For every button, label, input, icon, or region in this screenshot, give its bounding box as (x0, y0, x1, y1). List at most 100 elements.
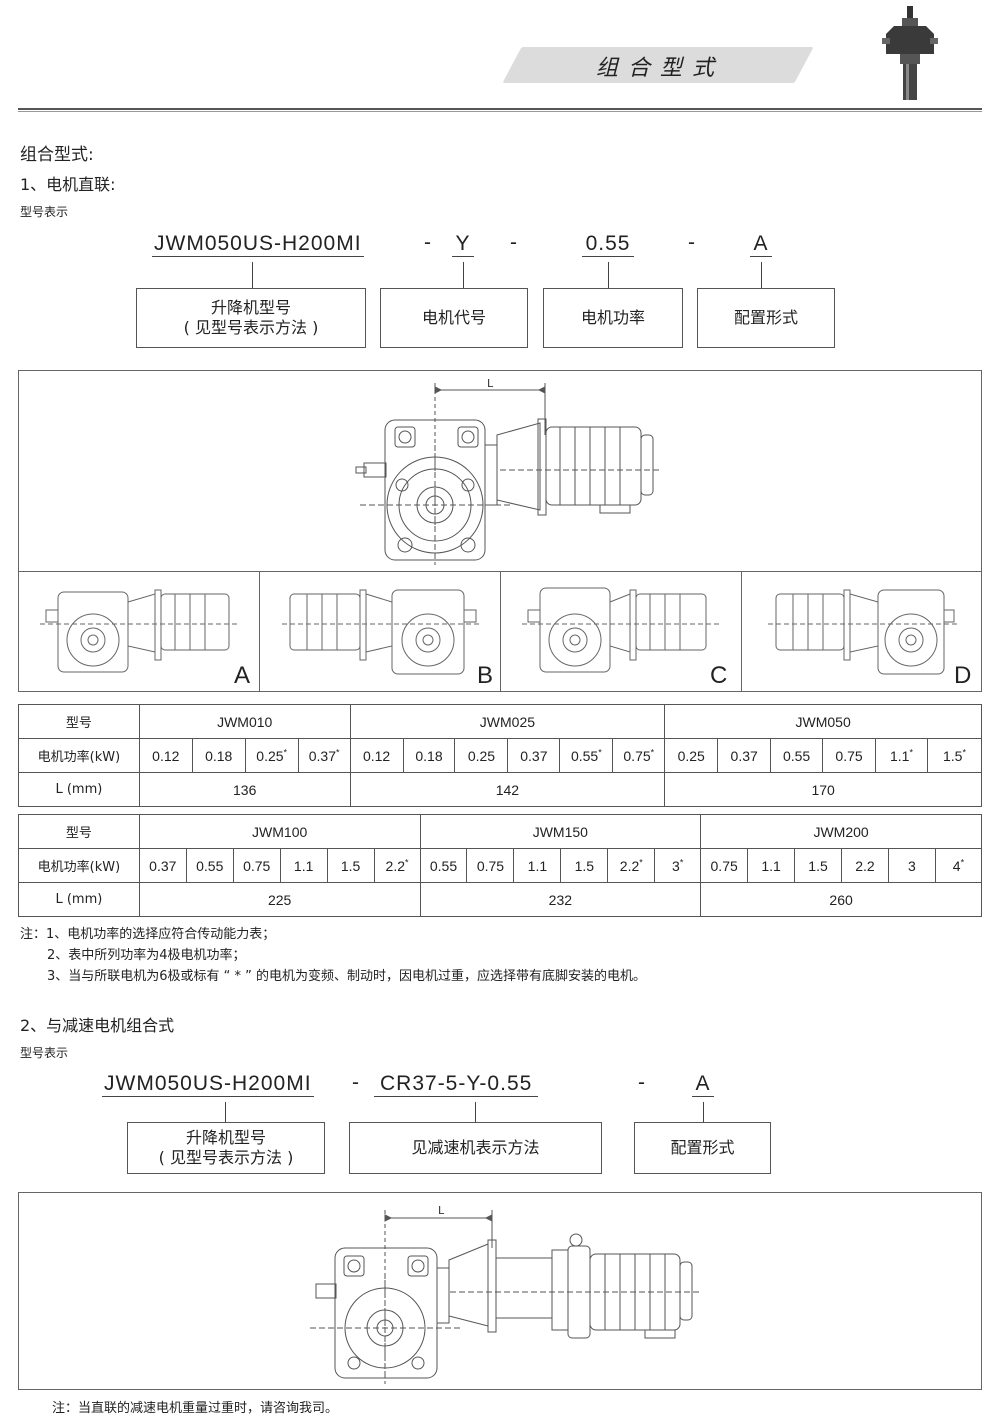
connector-line (252, 262, 253, 288)
connector-line (225, 1102, 226, 1122)
part1-heading: 1、电机直联: (20, 175, 116, 194)
length-cell: 225 (138, 882, 421, 917)
power-cell: 0.25 (664, 738, 719, 773)
table-row: 电机功率(kW) 0.12 0.18 0.25* 0.37* 0.12 0.18… (18, 738, 983, 773)
power-cell: 0.55* (559, 738, 614, 773)
model-dash: - (424, 231, 432, 254)
connector-line (463, 262, 464, 288)
section-title: 组合型式: (20, 145, 94, 165)
power-cell: 0.75 (700, 848, 749, 883)
position-label-d: D (954, 662, 972, 689)
position-label-a: A (234, 662, 251, 689)
model-dash: - (352, 1071, 360, 1094)
position-c-drawing (522, 587, 722, 673)
model-code-jack: JWM050US-H200MI (152, 232, 364, 257)
power-cell: 1.5 (560, 848, 609, 883)
box-motor-power: 电机功率 (543, 288, 683, 348)
table-row: 电机功率(kW) 0.37 0.55 0.75 1.1 1.5 2.2* 0.5… (18, 848, 983, 883)
power-cell: 4* (934, 848, 983, 883)
power-cell: 0.37 (138, 848, 187, 883)
power-cell: 1.5 (326, 848, 375, 883)
power-cell: 0.75* (612, 738, 666, 773)
table-row: L (mm) 225 232 260 (18, 882, 982, 917)
table-row: 型号 JWM010 JWM025 JWM050 (18, 704, 982, 739)
position-d-drawing (768, 589, 958, 675)
power-cell: 0.25 (454, 738, 509, 773)
note-3: 3、当与所联电机为6极或标有 “ * ” 的电机为变频、制动时，因电机过重，应选… (47, 969, 647, 984)
connector-line (761, 262, 762, 288)
header-rule-thin (18, 111, 982, 112)
power-cell: 0.55 (419, 848, 468, 883)
connector-line (608, 262, 609, 288)
model-code-jack: JWM050US-H200MI (102, 1072, 314, 1097)
model-cell: JWM010 (138, 704, 351, 739)
table-row: 型号 JWM100 JWM150 JWM200 (18, 814, 982, 849)
model-dash: - (688, 231, 696, 254)
spec-table-1: 型号 JWM010 JWM025 JWM050 电机功率(kW) 0.12 0.… (18, 704, 983, 807)
model-cell: JWM025 (349, 704, 666, 739)
box-jack-model: 升降机型号( 见型号表示方法 ) (127, 1122, 325, 1174)
model-dash: - (510, 231, 518, 254)
model-code-motor: Y (452, 232, 474, 257)
note-2: 2、表中所列功率为4极电机功率； (47, 948, 246, 963)
row-label: L (mm) (18, 882, 140, 917)
power-cell: 0.12 (138, 738, 193, 773)
spec-table-2: 型号 JWM100 JWM150 JWM200 电机功率(kW) 0.37 0.… (18, 814, 983, 917)
reducer-motor-drawing: L (310, 1204, 700, 1384)
power-cell: 0.18 (402, 738, 456, 773)
row-label: L (mm) (18, 772, 140, 807)
svg-text:L: L (487, 377, 494, 390)
power-cell: 2.2* (373, 848, 421, 883)
box-motor-code: 电机代号 (380, 288, 528, 348)
svg-text:L: L (438, 1204, 445, 1217)
box-reducer-spec: 见减速机表示方法 (349, 1122, 602, 1174)
length-cell: 170 (664, 772, 982, 807)
power-cell: 0.18 (191, 738, 246, 773)
power-cell: 0.55 (770, 738, 824, 773)
length-cell: 142 (349, 772, 666, 807)
power-cell: 0.75 (822, 738, 876, 773)
row-label: 电机功率(kW) (18, 738, 140, 773)
power-cell: 0.75 (232, 848, 281, 883)
power-cell: 0.37 (717, 738, 772, 773)
connector-line (703, 1102, 704, 1122)
model-cell: JWM100 (138, 814, 421, 849)
position-label-b: B (477, 662, 494, 689)
part2-heading: 2、与减速电机组合式 (20, 1016, 175, 1035)
model-cell: JWM150 (419, 814, 702, 849)
model-code-config: A (692, 1072, 714, 1097)
part1-model-label: 型号表示 (20, 205, 69, 219)
length-cell: 232 (419, 882, 702, 917)
screw-jack-icon (882, 6, 938, 100)
power-cell: 1.1* (875, 738, 928, 773)
frame-divider (500, 571, 501, 692)
power-cell: 0.25* (244, 738, 299, 773)
frame-divider (259, 571, 260, 692)
position-label-c: C (710, 662, 728, 689)
power-cell: 3* (654, 848, 702, 883)
power-cell: 0.37* (297, 738, 351, 773)
row-label: 型号 (18, 704, 140, 739)
model-code-power: 0.55 (582, 232, 634, 257)
box-config: 配置形式 (697, 288, 835, 348)
page-title: 组合型式 (595, 56, 724, 81)
direct-motor-drawing: L (355, 377, 660, 565)
power-cell: 1.1 (747, 848, 796, 883)
power-cell: 3 (887, 848, 936, 883)
table-row: L (mm) 136 142 170 (18, 772, 982, 807)
length-cell: 136 (138, 772, 351, 807)
power-cell: 0.37 (507, 738, 561, 773)
power-cell: 1.1 (279, 848, 328, 883)
power-cell: 1.5 (794, 848, 842, 883)
power-cell: 1.5* (926, 738, 983, 773)
header-rule (18, 108, 982, 110)
row-label: 电机功率(kW) (18, 848, 140, 883)
position-b-drawing (282, 589, 482, 675)
model-cell: JWM200 (700, 814, 982, 849)
model-code-config: A (750, 232, 772, 257)
power-cell: 2.2 (841, 848, 889, 883)
part2-note: 注：当直联的减速电机重量过重时，请咨询我司。 (52, 1401, 339, 1416)
part2-model-label: 型号表示 (20, 1046, 69, 1060)
box-jack-model: 升降机型号( 见型号表示方法 ) (136, 288, 366, 348)
connector-line (475, 1102, 476, 1122)
